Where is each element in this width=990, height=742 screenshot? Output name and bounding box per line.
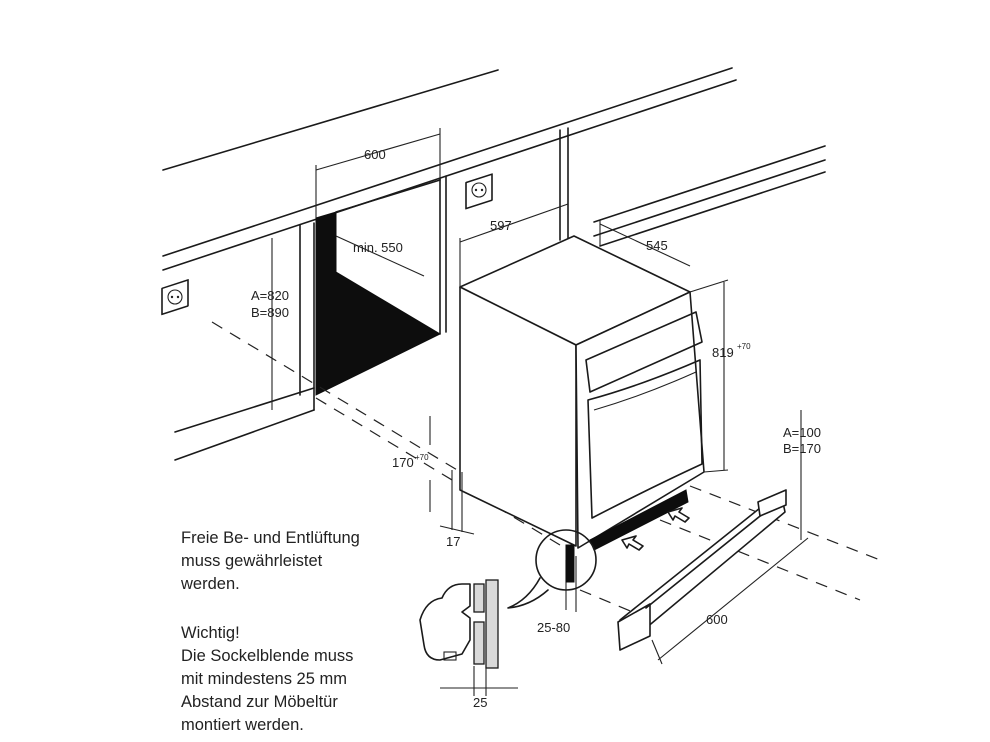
dim-appliance-height: 819 +70	[689, 279, 751, 473]
ventilation-note-line: Freie Be- und Entlüftung	[181, 529, 360, 547]
dim-niche-height-a-label: A=820	[251, 288, 289, 303]
dim-plinth-height-ab: A=100 B=170	[783, 410, 821, 540]
plinth-panel	[617, 489, 787, 651]
dim-plinth-a-label: A=100	[783, 425, 821, 440]
dim-plinth-height-tol: +70	[415, 453, 429, 462]
dim-plinth-b-label: B=170	[783, 441, 821, 456]
important-note-line: Abstand zur Möbeltür	[181, 693, 338, 711]
dim-plinth-height-label: 170	[392, 455, 414, 470]
dim-recess: 17	[439, 470, 475, 549]
niche	[315, 175, 447, 396]
important-note-line: montiert werden.	[181, 716, 304, 734]
detail-callout	[507, 529, 597, 609]
worktop	[162, 67, 737, 271]
cabinet-right	[559, 127, 826, 247]
dim-niche-width: 600	[315, 128, 441, 218]
dim-plinth-height: 170 +70	[392, 416, 431, 512]
ventilation-note-line: muss gewährleistet	[181, 552, 323, 570]
dim-plinth-gap-label: 25-80	[537, 620, 570, 635]
dim-appliance-width: 597	[459, 203, 569, 290]
dim-niche-height: A=820 B=890	[251, 238, 289, 410]
dim-niche-depth: min. 550	[335, 235, 425, 277]
ventilation-note: Freie Be- und Entlüftung muss gewährleis…	[181, 527, 360, 596]
detail-drawing: 25	[419, 579, 518, 710]
detail-gap-label: 25	[473, 695, 487, 710]
socket-left-icon	[161, 279, 189, 316]
airflow-arrows-icon	[621, 507, 690, 551]
important-note: Wichtig! Die Sockelblende muss mit minde…	[181, 622, 353, 737]
dim-plinth-width-label: 600	[706, 612, 728, 627]
dim-recess-label: 17	[446, 534, 460, 549]
dim-appliance-height-tol: +70	[737, 342, 751, 351]
dim-appliance-depth: 545	[599, 220, 691, 267]
dim-niche-height-b-label: B=890	[251, 305, 289, 320]
dim-niche-width-label: 600	[364, 147, 386, 162]
appliance-body	[459, 235, 705, 551]
important-note-line: mit mindestens 25 mm	[181, 670, 347, 688]
cabinet-left	[174, 222, 315, 461]
dim-appliance-height-label: 819	[712, 345, 734, 360]
ventilation-note-line: werden.	[181, 575, 240, 593]
dim-appliance-depth-label: 545	[646, 238, 668, 253]
dim-niche-depth-label: min. 550	[353, 240, 403, 255]
important-note-line: Wichtig!	[181, 624, 240, 642]
dim-appliance-width-label: 597	[490, 218, 512, 233]
important-note-line: Die Sockelblende muss	[181, 647, 354, 665]
dim-plinth-gap: 25-80	[537, 556, 577, 635]
dim-plinth-width: 600	[651, 537, 809, 665]
socket-right-icon	[465, 173, 493, 210]
